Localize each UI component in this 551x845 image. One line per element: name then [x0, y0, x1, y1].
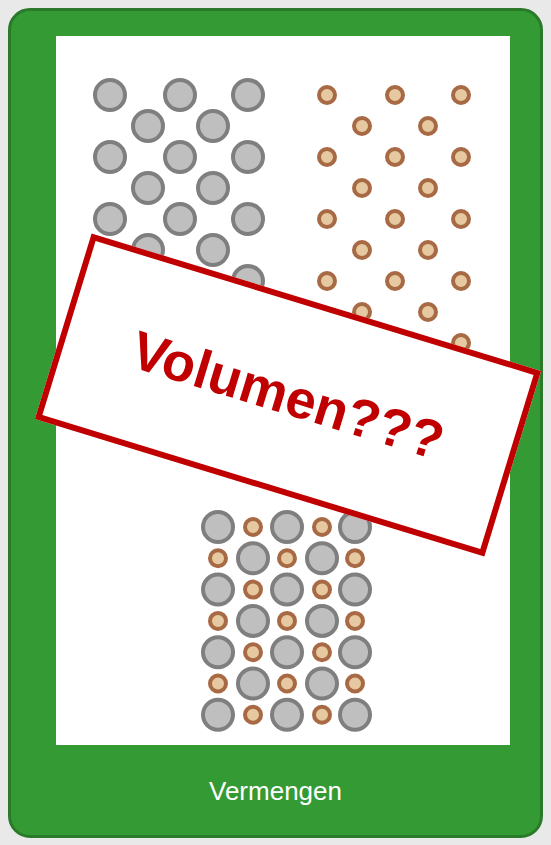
- particle: [387, 149, 403, 165]
- particle: [387, 273, 403, 289]
- particle: [420, 242, 436, 258]
- particle: [198, 235, 228, 265]
- particle: [272, 637, 302, 667]
- particle: [307, 669, 337, 699]
- particle: [95, 204, 125, 234]
- particle: [203, 637, 233, 667]
- particle: [347, 613, 363, 629]
- particle: [198, 111, 228, 141]
- particle: [347, 676, 363, 692]
- particle: [453, 273, 469, 289]
- particle: [453, 87, 469, 103]
- card-panel: Vermengen Volumen???: [8, 8, 543, 838]
- particle: [314, 707, 330, 723]
- particle: [245, 519, 261, 535]
- particle: [340, 575, 370, 605]
- card-caption: Vermengen: [11, 773, 540, 809]
- particle: [314, 582, 330, 598]
- particle: [238, 606, 268, 636]
- particle: [420, 118, 436, 134]
- particle: [233, 142, 263, 172]
- particle: [133, 111, 163, 141]
- particle: [387, 211, 403, 227]
- particle: [203, 575, 233, 605]
- particle: [279, 550, 295, 566]
- particle: [245, 707, 261, 723]
- particle: [210, 613, 226, 629]
- mixed-particles: [203, 512, 370, 730]
- particle: [319, 211, 335, 227]
- particle: [453, 149, 469, 165]
- particle: [233, 80, 263, 110]
- particle: [314, 519, 330, 535]
- particle: [233, 204, 263, 234]
- particle: [203, 700, 233, 730]
- particle: [210, 550, 226, 566]
- particle: [272, 575, 302, 605]
- particle: [95, 80, 125, 110]
- particle: [165, 80, 195, 110]
- particle: [165, 204, 195, 234]
- particle: [210, 676, 226, 692]
- particle: [314, 644, 330, 660]
- particle: [387, 87, 403, 103]
- particle: [279, 613, 295, 629]
- particle: [420, 180, 436, 196]
- particle: [347, 550, 363, 566]
- particle: [245, 582, 261, 598]
- particle: [319, 149, 335, 165]
- particle: [165, 142, 195, 172]
- particle: [238, 543, 268, 573]
- particle: [279, 676, 295, 692]
- particle: [354, 118, 370, 134]
- particle: [354, 242, 370, 258]
- particle: [319, 87, 335, 103]
- particle: [340, 700, 370, 730]
- particle: [319, 273, 335, 289]
- particle: [354, 180, 370, 196]
- particle: [340, 637, 370, 667]
- particle: [307, 606, 337, 636]
- particle: [95, 142, 125, 172]
- particle: [272, 512, 302, 542]
- particle: [245, 644, 261, 660]
- particle: [198, 173, 228, 203]
- particle: [420, 304, 436, 320]
- particle: [307, 543, 337, 573]
- particle: [272, 700, 302, 730]
- particle: [453, 211, 469, 227]
- particle: [203, 512, 233, 542]
- particle: [133, 173, 163, 203]
- stamp-text: Volumen???: [124, 318, 451, 472]
- particle: [238, 669, 268, 699]
